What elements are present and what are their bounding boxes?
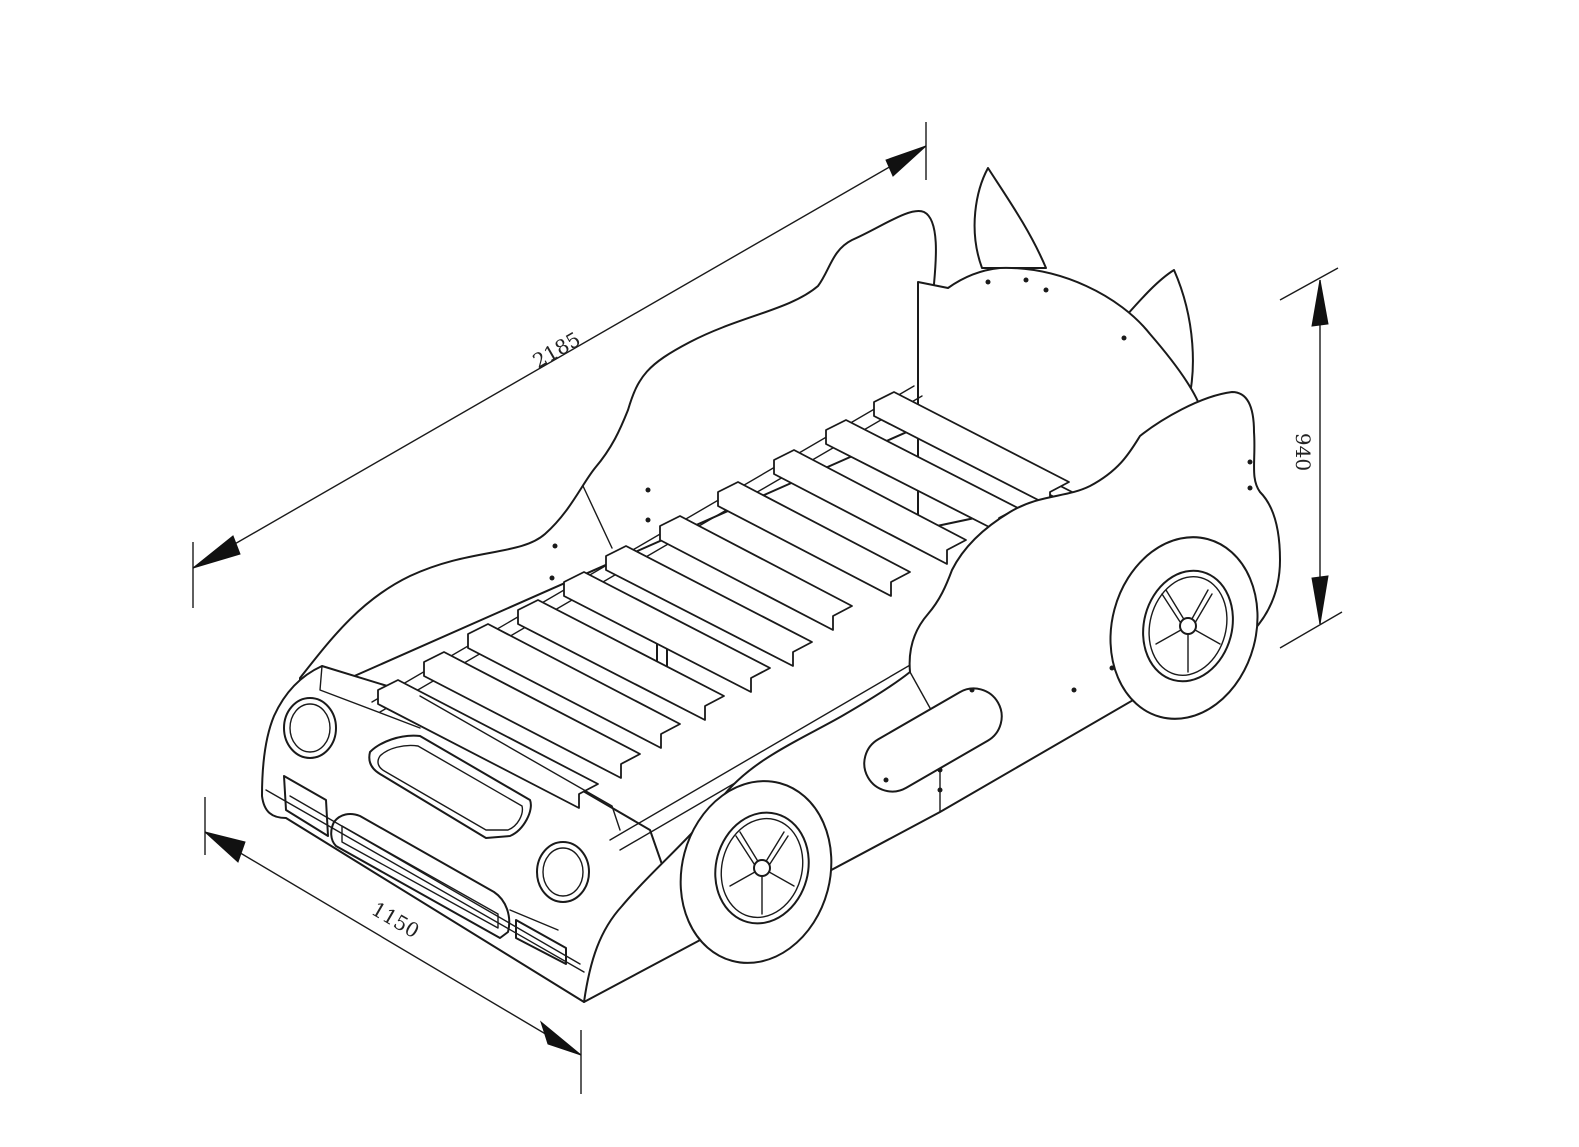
spoiler-fin-left <box>973 167 1047 269</box>
front-fascia <box>265 665 621 973</box>
headboard-bolt <box>1121 335 1127 341</box>
far-panel-bolt <box>549 575 555 581</box>
length-arrow-right <box>885 145 927 177</box>
far-panel-bolt <box>645 487 651 493</box>
near-panel-bolt <box>1247 485 1253 491</box>
headlight-left <box>283 697 337 759</box>
bed-slats <box>377 391 1077 809</box>
slat <box>377 679 599 809</box>
near-panel-seam-front <box>909 671 931 709</box>
headboard-bolt <box>985 279 991 285</box>
width-label: 1150 <box>367 897 423 943</box>
near-panel-bolt <box>1071 687 1077 693</box>
far-rail-bottom <box>379 395 923 713</box>
height-label: 940 <box>1291 433 1315 471</box>
length-dimension-line <box>192 145 927 569</box>
height-dimension: 940 <box>1279 267 1343 649</box>
front-grille-inner <box>341 825 499 929</box>
height-arrow-bottom <box>1311 575 1329 625</box>
slat <box>467 623 681 749</box>
width-dimension-line <box>204 831 582 1056</box>
headlight-left-inner <box>289 703 331 753</box>
slat <box>873 391 1070 507</box>
length-arrow-left <box>192 535 241 569</box>
slat <box>717 481 911 597</box>
front-hub-cap <box>753 859 771 877</box>
near-panel-bolt <box>1247 459 1253 465</box>
rear-rim-spokes <box>1155 589 1221 673</box>
headboard-bolt <box>1023 277 1029 283</box>
hood-crease-right <box>419 695 621 831</box>
far-panel-seam <box>582 485 613 549</box>
headlight-right-inner <box>542 847 584 897</box>
far-rail-top <box>371 385 915 703</box>
front-lower-line <box>265 789 585 973</box>
slat <box>773 449 967 565</box>
far-panel-bolt <box>552 543 558 549</box>
side-vent-bolt <box>969 687 975 693</box>
width-arrow-left <box>204 831 246 863</box>
slat <box>517 599 725 721</box>
slat <box>423 651 641 779</box>
front-wheel <box>679 780 833 964</box>
hood-vent-inner <box>377 744 524 831</box>
front-rim-inner <box>720 817 804 919</box>
side-vent <box>863 687 1003 793</box>
far-side-panel <box>299 210 937 701</box>
rear-hub-cap <box>1179 617 1197 635</box>
hood-crease-left <box>319 665 421 729</box>
headlight-right <box>536 841 590 903</box>
width-arrow-right <box>540 1020 582 1056</box>
length-label: 2185 <box>528 327 584 373</box>
rear-rim-inner <box>1148 576 1228 676</box>
hood-vent <box>368 734 532 839</box>
slat <box>659 515 853 631</box>
front-bumper-line <box>289 795 581 965</box>
height-arrow-top <box>1311 279 1329 327</box>
slat <box>605 545 813 667</box>
headboard-bolt <box>1043 287 1049 293</box>
rear-wheel <box>1109 536 1259 720</box>
side-vent-outline <box>863 687 1003 793</box>
height-extension-bottom <box>1279 611 1343 649</box>
height-extension-top <box>1279 267 1339 301</box>
slat <box>563 571 771 693</box>
far-panel-bolt <box>645 517 651 523</box>
side-vent-bolt <box>883 777 889 783</box>
badge-mark <box>509 909 559 931</box>
front-rim-spokes <box>729 831 795 915</box>
near-panel-bolt <box>937 787 943 793</box>
